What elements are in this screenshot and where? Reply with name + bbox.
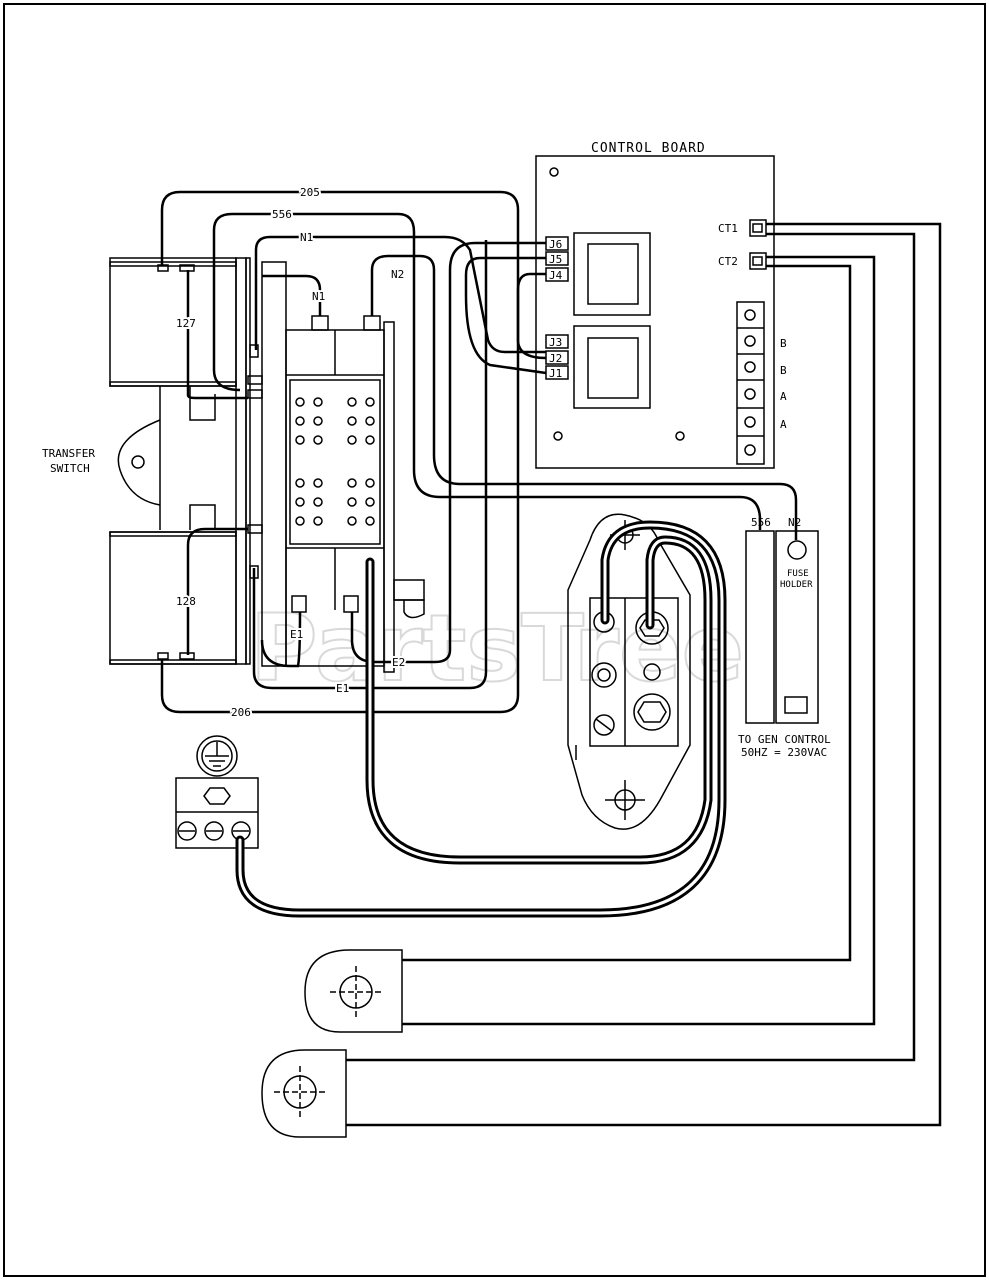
transfer-switch-label-1: TRANSFER xyxy=(42,447,95,460)
connector-ct1-label: CT1 xyxy=(718,222,738,235)
current-transformer-1 xyxy=(304,949,403,1033)
fuse-holder-label-2: HOLDER xyxy=(780,580,813,590)
connector-j6-label: J6 xyxy=(549,238,562,251)
wire-n1-top-label: N1 xyxy=(300,231,313,244)
gen-control-strips xyxy=(745,530,819,724)
connector-ct2-label: CT2 xyxy=(718,255,738,268)
wire-n2-label: N2 xyxy=(391,268,404,281)
wire-127-label: 127 xyxy=(176,317,196,330)
terminal-a2-label: A xyxy=(780,418,787,431)
wire-556-right-label: 556 xyxy=(751,516,771,529)
connector-j2-label: J2 xyxy=(549,352,562,365)
wire-n1-label: N1 xyxy=(312,290,325,303)
current-transformer-2 xyxy=(261,1049,347,1138)
terminal-a1-label: A xyxy=(780,390,787,403)
transfer-switch-label-2: SWITCH xyxy=(50,462,90,475)
wire-556-top-label: 556 xyxy=(272,208,292,221)
gen-control-label-1: TO GEN CONTROL xyxy=(738,733,831,746)
control-board-title: CONTROL BOARD xyxy=(591,141,706,156)
wire-e1-small-label: E1 xyxy=(290,628,303,641)
fuse-holder-label-1: FUSE xyxy=(787,569,809,579)
connector-j1-label: J1 xyxy=(549,367,562,380)
terminal-b1-label: B xyxy=(780,337,787,350)
wire-e2-label: E2 xyxy=(392,656,405,669)
control-board xyxy=(535,155,775,469)
transfer-switch xyxy=(109,257,425,673)
gen-control-label-2: 50HZ = 230VAC xyxy=(741,746,827,759)
terminal-b2-label: B xyxy=(780,364,787,377)
ground-lug xyxy=(175,735,259,849)
connector-j3-label: J3 xyxy=(549,336,562,349)
wire-206-label: 206 xyxy=(231,706,251,719)
heavy-cables-inner xyxy=(238,523,724,915)
wire-n2-right-label: N2 xyxy=(788,516,801,529)
wire-e1-label: E1 xyxy=(336,682,349,695)
wire-128-label: 128 xyxy=(176,595,196,608)
connector-j5-label: J5 xyxy=(549,253,562,266)
thin-wires xyxy=(160,190,942,1127)
connector-j4-label: J4 xyxy=(549,269,563,282)
page-border xyxy=(3,3,986,1277)
watermark: PartsTree xyxy=(250,595,744,702)
wire-205-label: 205 xyxy=(300,186,320,199)
